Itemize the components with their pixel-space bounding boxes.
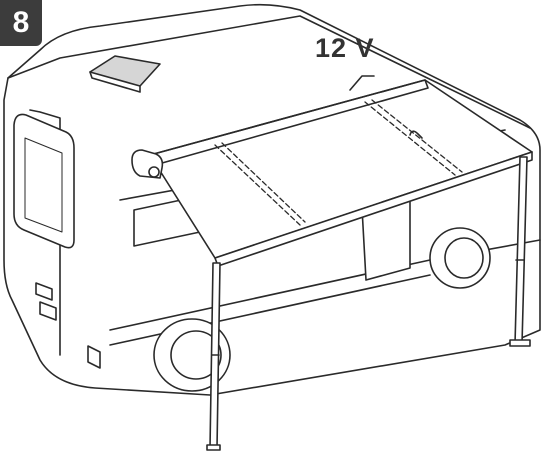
awning-roller-tube — [214, 99, 463, 226]
motor-cable — [409, 130, 423, 139]
voltage-callout-line — [349, 75, 375, 91]
roof-vent — [89, 55, 161, 93]
side-vents — [35, 282, 101, 369]
voltage-callout-label: 12 V — [315, 33, 375, 63]
step-number-badge: 8 — [0, 0, 42, 46]
awning-canvas — [149, 79, 533, 267]
cab-windows — [13, 113, 75, 249]
step-number: 8 — [12, 6, 30, 39]
support-leg-rear — [509, 156, 531, 347]
rear-wheel — [429, 227, 491, 289]
awning-cassette-end-cap — [131, 149, 164, 179]
support-leg-front — [206, 262, 221, 451]
